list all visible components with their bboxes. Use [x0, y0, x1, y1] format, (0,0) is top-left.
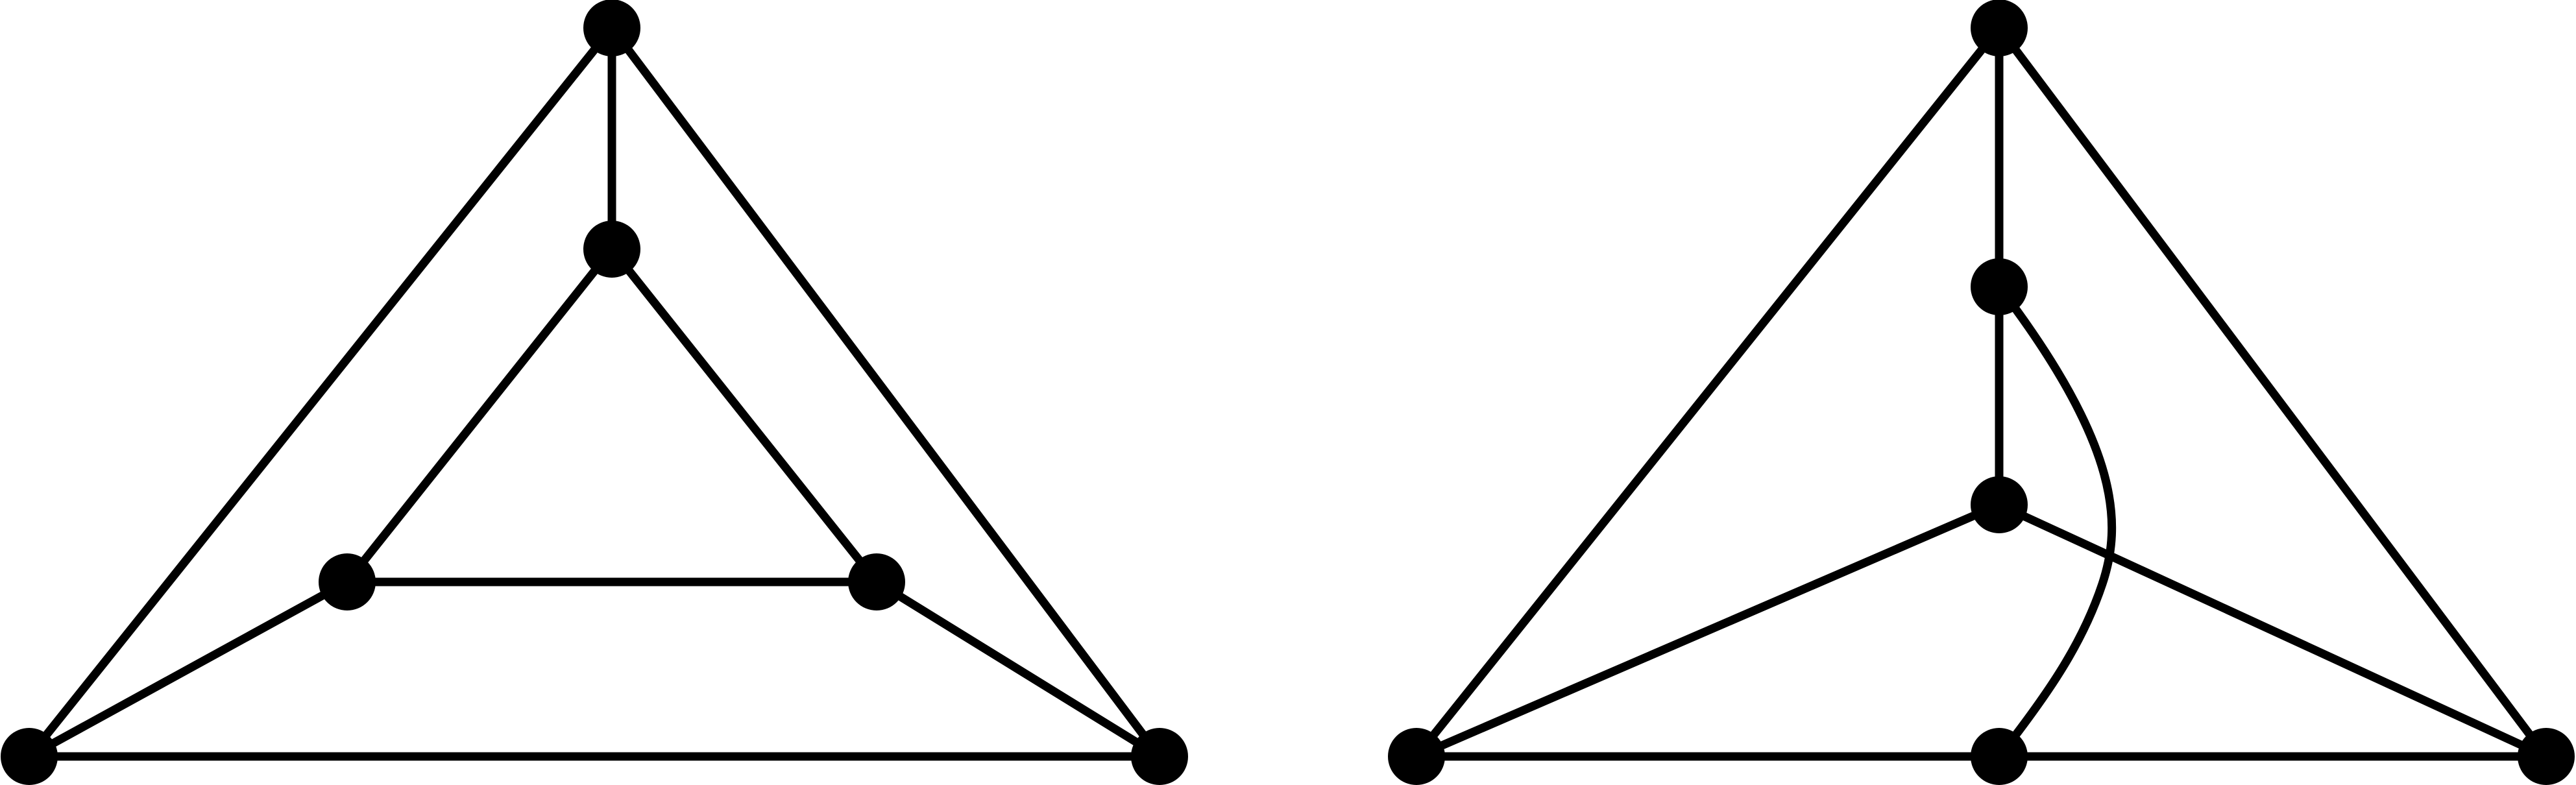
- edge-center-to-bottom-right: [1995, 500, 2551, 761]
- edge-top-to-bottom-right: [607, 23, 1164, 761]
- node-bottom-right: [2518, 728, 2575, 785]
- node-upper-middle: [1971, 258, 2028, 315]
- edge-inner-right-to-bottom-right: [872, 577, 1164, 761]
- node-bottom-left: [1, 728, 58, 785]
- node-inner-right: [848, 553, 905, 610]
- node-top: [583, 0, 640, 56]
- edge-upper-middle-to-bottom-middle: [1995, 282, 2117, 761]
- node-bottom-right: [1131, 728, 1188, 785]
- edge-inner-top-to-inner-left: [343, 245, 616, 586]
- edge-top-to-bottom-left: [1412, 23, 2004, 761]
- node-center: [1971, 476, 2028, 533]
- left-graph: [1, 0, 1188, 785]
- node-inner-left: [319, 553, 376, 610]
- node-bottom-left: [1388, 728, 1445, 785]
- node-inner-top: [583, 221, 640, 278]
- edge-center-to-bottom-left: [1412, 500, 2004, 761]
- edge-top-to-bottom-left: [25, 23, 616, 761]
- edge-inner-left-to-bottom-left: [25, 577, 352, 761]
- right-graph: [1388, 0, 2575, 785]
- node-bottom-middle: [1971, 728, 2028, 785]
- edge-top-to-bottom-right: [1995, 23, 2551, 761]
- edge-inner-top-to-inner-right: [607, 245, 881, 586]
- node-top: [1971, 0, 2028, 56]
